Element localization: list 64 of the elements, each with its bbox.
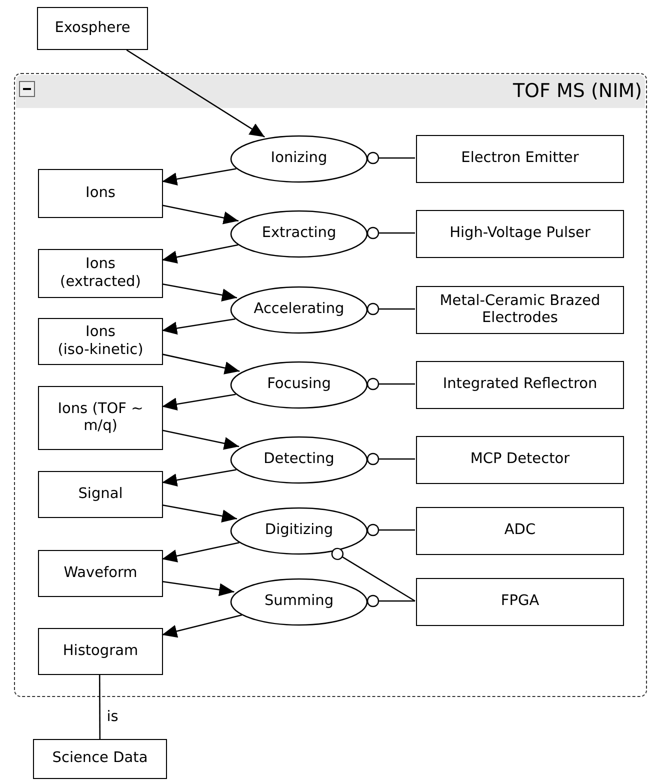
object-box xyxy=(416,286,624,334)
object-label: FPGA xyxy=(500,593,540,611)
arrow xyxy=(162,354,240,374)
process-label: Extracting xyxy=(262,225,336,243)
object-label: Histogram xyxy=(62,642,140,660)
arrow xyxy=(162,394,236,411)
object-label: Signal xyxy=(77,486,124,504)
object-box xyxy=(38,169,163,218)
object-box xyxy=(416,578,624,626)
object-box xyxy=(33,739,167,779)
object-label: Ions (TOF ~ m/q) xyxy=(56,400,144,436)
agent-link xyxy=(366,524,415,536)
object-label: Ions xyxy=(84,184,116,202)
object-box xyxy=(416,507,624,555)
object-box xyxy=(416,361,624,409)
object-box xyxy=(38,628,163,675)
arrow xyxy=(162,504,238,522)
arrow xyxy=(162,318,236,335)
arrow xyxy=(162,168,236,186)
agent-link xyxy=(366,594,415,608)
process-label: Accelerating xyxy=(254,301,344,319)
arrow xyxy=(162,204,239,224)
object-label: Exosphere xyxy=(54,20,132,38)
object-label: Ions (extracted) xyxy=(59,256,142,291)
object-label: Electron Emitter xyxy=(460,150,580,168)
arrow xyxy=(162,283,238,302)
relation-line xyxy=(98,674,101,739)
object-label: Integrated Reflectron xyxy=(442,376,598,394)
process-label: Focusing xyxy=(267,376,331,394)
agent-link xyxy=(366,226,415,240)
arrow xyxy=(162,469,236,486)
object-box xyxy=(38,550,163,597)
object-label: Science Data xyxy=(51,750,149,768)
object-box xyxy=(38,386,163,450)
arrow xyxy=(162,244,238,264)
object-box xyxy=(38,471,163,518)
arrow xyxy=(162,580,234,596)
agent-link xyxy=(366,452,415,466)
object-label: ADC xyxy=(503,522,537,540)
object-box xyxy=(416,436,624,484)
object-label: High-Voltage Pulser xyxy=(448,225,592,243)
process-label: Digitizing xyxy=(264,522,334,540)
agent-link xyxy=(366,152,415,164)
arrow xyxy=(126,49,265,138)
arrow xyxy=(162,542,240,562)
agent-link xyxy=(331,548,416,602)
object-label: Ions (iso-kinetic) xyxy=(56,324,144,359)
system-boundary xyxy=(14,73,647,697)
agent-link xyxy=(366,302,415,316)
process-label: Summing xyxy=(264,593,334,611)
object-box xyxy=(38,318,163,365)
object-label: Waveform xyxy=(62,564,138,582)
agent-link xyxy=(366,378,415,390)
arrow xyxy=(162,430,240,450)
process-label: Detecting xyxy=(264,451,334,469)
object-box xyxy=(416,135,624,183)
object-box xyxy=(38,249,163,298)
object-label: Metal-Ceramic Brazed Electrodes xyxy=(438,292,602,328)
object-box xyxy=(37,7,148,50)
system-title: TOF MS (NIM) xyxy=(512,80,642,102)
object-label: MCP Detector xyxy=(469,451,571,469)
arrow xyxy=(162,614,242,638)
object-box xyxy=(416,210,624,258)
process-label: Ionizing xyxy=(270,150,328,168)
